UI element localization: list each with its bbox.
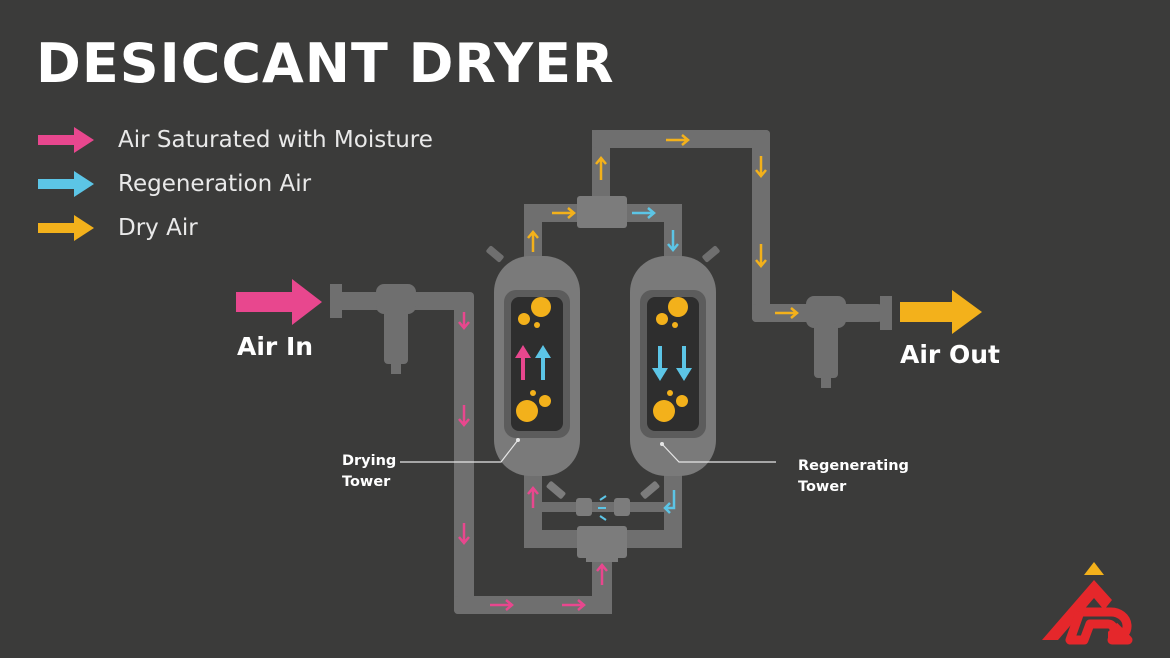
air-out-label: Air Out [900,340,1000,369]
legend-label-moisture: Air Saturated with Moisture [118,127,433,153]
drying-flow-arrows [515,345,551,380]
inlet-filter [376,284,416,374]
yellow-arrow-icon [38,215,94,241]
bottom-return-pipe [454,596,612,614]
bottom-t-fitting [577,526,627,558]
page-title: DESICCANT DRYER [36,32,615,95]
callout-lines [400,439,776,463]
drying-tower-label-line2: Tower [342,474,391,490]
regenerating-tower-label: Regenerating Tower [798,456,909,498]
outlet-filter [806,296,846,388]
regenerating-tower [630,245,720,476]
drying-tower [486,245,580,476]
air-in-label: Air In [237,332,314,361]
company-logo [1042,562,1133,645]
pipe-flow-arrows [458,134,799,611]
dry-pipe-arrows [527,134,799,319]
legend-item-moisture: Air Saturated with Moisture [38,118,433,162]
air-out-arrow [900,290,982,334]
bottom-t-stub [586,552,618,562]
moisture-downpipe [454,292,474,614]
legend-label-dry-air: Dry Air [118,215,198,241]
legend-item-dry-air: Dry Air [38,206,433,250]
fittings [577,196,627,562]
outlet-down-pipe [752,130,770,322]
regenerating-tower-label-line2: Tower [798,479,847,495]
inlet-flange [330,284,342,318]
legend-item-regeneration: Regeneration Air [38,162,433,206]
legend: Air Saturated with Moisture Regeneration… [38,118,433,250]
drying-tower-label-line1: Drying [342,453,397,469]
regeneration-flow-arrows [652,346,692,381]
blue-arrow-icon [38,171,94,197]
legend-label-regeneration: Regeneration Air [118,171,312,197]
air-in-arrow [236,279,322,325]
drying-tower-label: Drying Tower [342,451,396,493]
moisture-pipe-arrows [458,312,608,611]
top-t-fitting [577,196,627,228]
regeneration-pipe-arrows [632,207,679,514]
regenerating-tower-label-line1: Regenerating [798,458,909,474]
pink-arrow-icon [38,127,94,153]
bottom-valves [542,481,664,521]
outlet-flange [880,296,892,330]
left-bottom-leg [524,470,542,548]
